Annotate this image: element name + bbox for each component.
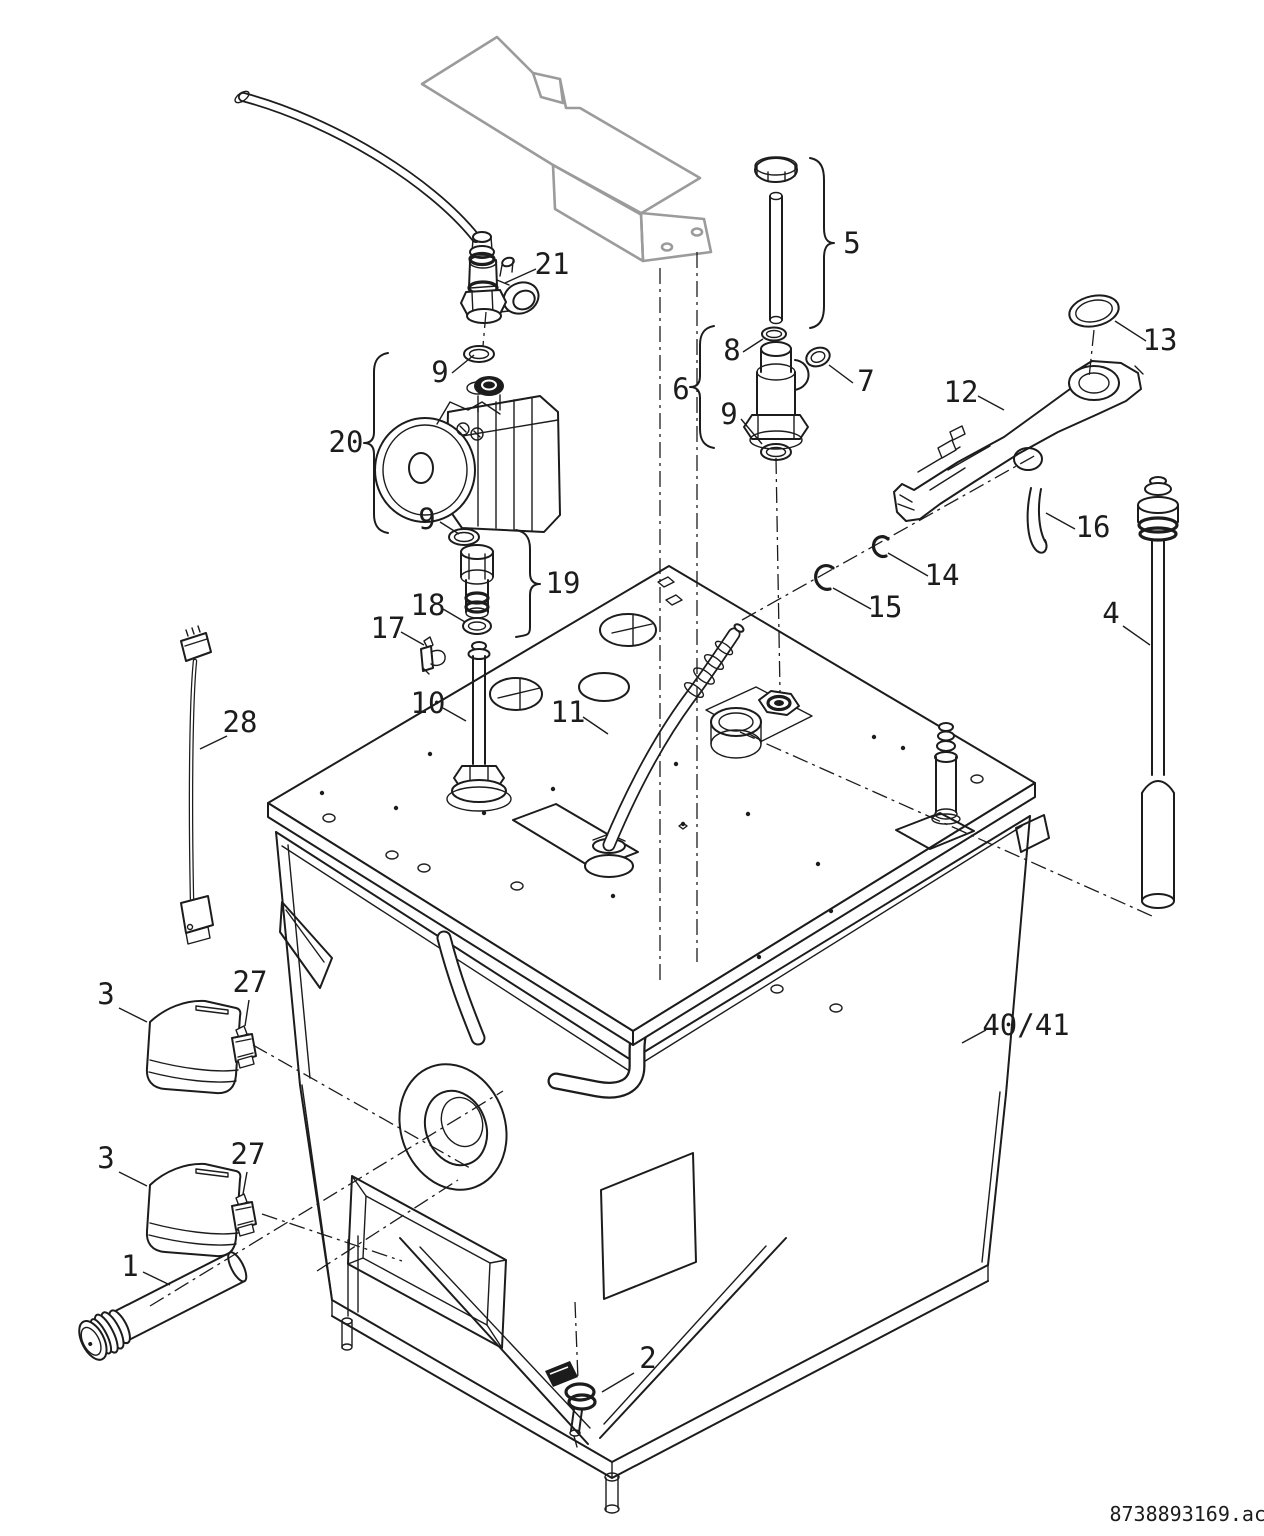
plate-opening bbox=[489, 613, 657, 711]
callout-27a: 27 bbox=[233, 965, 268, 999]
callout-17: 17 bbox=[371, 611, 406, 645]
o-ring-13 bbox=[1068, 294, 1120, 328]
callout-10: 10 bbox=[411, 686, 446, 720]
plate-slot bbox=[895, 812, 975, 850]
o-ring-7 bbox=[805, 346, 831, 368]
overflow-hose bbox=[234, 90, 481, 243]
spring-clip-27 bbox=[231, 1025, 257, 1069]
callout-3b: 3 bbox=[97, 1141, 114, 1175]
o-ring-9b bbox=[448, 528, 480, 546]
callout-19: 19 bbox=[546, 566, 581, 600]
plate-holes bbox=[319, 734, 984, 1013]
callout-5: 5 bbox=[843, 226, 860, 260]
dip-tube-sensor bbox=[1137, 476, 1179, 909]
callout-15: 15 bbox=[868, 590, 903, 624]
o-ring-9c bbox=[760, 443, 792, 461]
snap-ring-14 bbox=[871, 535, 890, 559]
drain-valve bbox=[545, 1361, 597, 1448]
footer-part-code: 8738893169.ac bbox=[1109, 1502, 1264, 1526]
callout-14: 14 bbox=[925, 558, 960, 592]
manifold-arm bbox=[893, 360, 1144, 522]
flexible-hose bbox=[584, 623, 745, 878]
callout-12: 12 bbox=[944, 375, 979, 409]
callout-1: 1 bbox=[121, 1249, 138, 1283]
callout-40-41: 40/41 bbox=[982, 1008, 1069, 1042]
washer-18 bbox=[462, 617, 492, 635]
standpipe bbox=[446, 641, 512, 812]
leader-lines bbox=[118, 268, 1151, 1393]
callout-2: 2 bbox=[639, 1341, 656, 1375]
top-cover-bracket bbox=[420, 35, 713, 263]
callout-21: 21 bbox=[535, 247, 570, 281]
callout-13: 13 bbox=[1143, 323, 1178, 357]
callout-20: 20 bbox=[329, 425, 364, 459]
callout-9a: 9 bbox=[431, 355, 448, 389]
pump-plug-cap bbox=[474, 376, 504, 396]
retaining-clip-17 bbox=[420, 636, 446, 675]
callout-11: 11 bbox=[551, 695, 586, 729]
callout-3a: 3 bbox=[97, 977, 114, 1011]
callout-8: 8 bbox=[723, 333, 740, 367]
o-ring-8 bbox=[761, 326, 787, 342]
callout-braces bbox=[363, 157, 835, 638]
tee-valve-body bbox=[743, 341, 810, 450]
callout-9c: 9 bbox=[720, 397, 737, 431]
o-ring-9a bbox=[463, 345, 495, 363]
riser-tube-with-cap bbox=[754, 156, 798, 325]
callout-labels: 21 9 20 9 19 18 17 10 11 5 8 6 7 9 13 12… bbox=[97, 226, 1177, 1375]
tank-top-plate bbox=[267, 565, 1036, 1046]
tank-port-collar bbox=[710, 707, 762, 759]
callout-4: 4 bbox=[1102, 596, 1119, 630]
union-fitting bbox=[460, 544, 494, 619]
spring-clip-16 bbox=[1026, 487, 1048, 554]
assembly-axis-lines bbox=[149, 252, 1153, 1381]
callout-18: 18 bbox=[411, 588, 446, 622]
snap-ring-15 bbox=[814, 563, 835, 591]
callout-7: 7 bbox=[857, 364, 874, 398]
pressure-relief-valve bbox=[460, 231, 540, 324]
plate-slot bbox=[512, 803, 639, 870]
callout-9b: 9 bbox=[418, 502, 435, 536]
callout-16: 16 bbox=[1076, 510, 1111, 544]
tank-hex-fitting bbox=[758, 690, 800, 716]
callout-27b: 27 bbox=[231, 1137, 266, 1171]
callout-6: 6 bbox=[672, 372, 689, 406]
callout-28: 28 bbox=[223, 705, 258, 739]
sensor-cable bbox=[180, 625, 214, 945]
base-foot-peg bbox=[341, 1317, 620, 1514]
access-cover bbox=[145, 999, 242, 1095]
heating-element bbox=[78, 1251, 248, 1361]
circulation-pump bbox=[374, 376, 561, 533]
barbed-stub-fitting bbox=[931, 722, 961, 825]
